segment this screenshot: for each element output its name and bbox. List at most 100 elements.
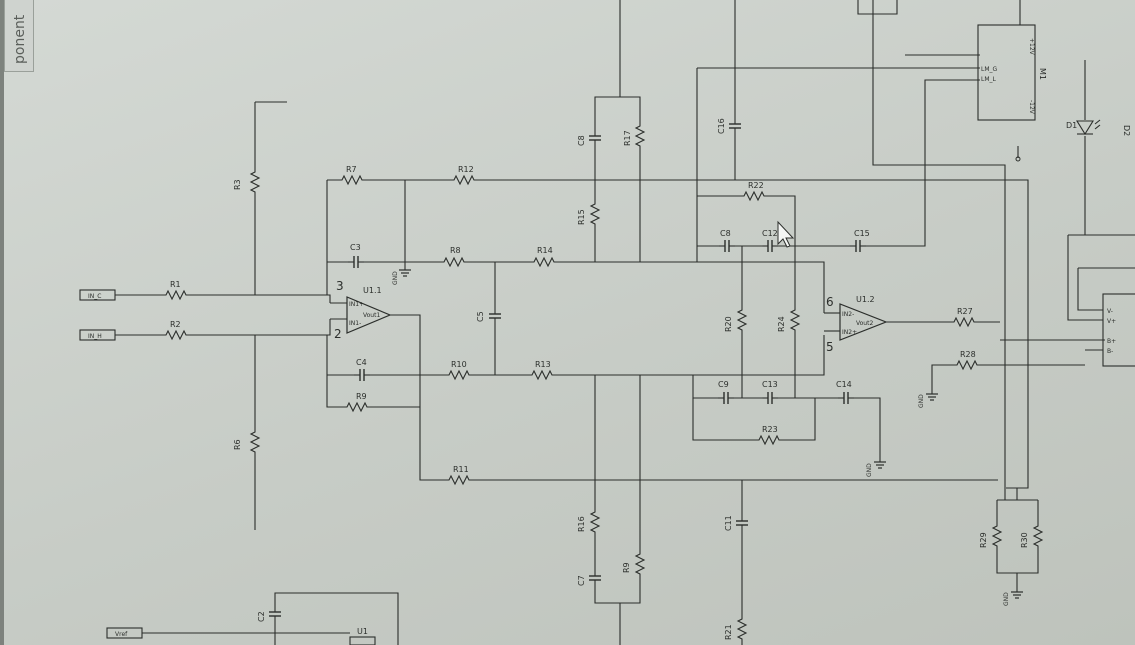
capacitor-c2-label: C2 <box>257 611 266 622</box>
resistor-r1-label: R1 <box>170 280 181 289</box>
resistor-r20[interactable]: R20 <box>724 305 747 337</box>
resistor-r16[interactable]: R16 <box>577 507 600 539</box>
capacitor-c12[interactable]: C12 <box>761 229 779 253</box>
resistor-r21[interactable]: R21 <box>724 614 747 645</box>
port-in-c-label: IN_C <box>88 293 101 300</box>
ic-lm[interactable]: LM_G LM_L +12V -12V M1 <box>977 24 1047 162</box>
capacitor-c13-label: C13 <box>762 380 778 389</box>
resistor-r12[interactable]: R12 <box>449 165 481 185</box>
ground-3-label: GND <box>866 463 873 477</box>
capacitor-c4[interactable]: C4 <box>353 358 371 382</box>
resistor-r22-label: R22 <box>748 181 764 190</box>
port-in-h[interactable]: IN_H <box>79 329 116 341</box>
resistor-r1[interactable]: R1 <box>161 280 193 300</box>
ground-4: GND <box>1003 591 1024 606</box>
resistor-r27[interactable]: R27 <box>949 307 981 327</box>
resistor-r9[interactable]: R9 <box>622 549 645 581</box>
resistor-r2[interactable]: R2 <box>161 320 193 340</box>
resistor-r28[interactable]: R28 <box>952 350 984 370</box>
resistor-r23[interactable]: R23 <box>754 425 786 445</box>
resistor-r29-label: R29 <box>979 532 988 548</box>
capacitor-c9[interactable]: C9 <box>717 380 735 405</box>
resistor-r24[interactable]: R24 <box>777 305 800 337</box>
capacitor-c16[interactable]: C16 <box>717 117 742 135</box>
resistor-r9-lower-left[interactable]: R9 <box>342 392 374 412</box>
resistor-r17-label: R17 <box>623 130 632 146</box>
ground-4-label: GND <box>1003 592 1010 606</box>
opamp-u1-1-pin-minus: 2 <box>334 327 342 341</box>
resistor-r29[interactable]: R29 <box>979 521 1002 553</box>
capacitor-c11[interactable]: C11 <box>724 514 749 532</box>
connector-pin-3: B+ <box>1107 338 1116 345</box>
resistor-r7-label: R7 <box>346 165 357 174</box>
resistor-r6-label: R6 <box>233 439 242 450</box>
port-in-c[interactable]: IN_C <box>79 289 116 301</box>
ic-lm-top-pin: +12V <box>1028 38 1035 56</box>
resistor-r2-label: R2 <box>170 320 181 329</box>
diode-d1-label: D1 <box>1066 121 1077 130</box>
resistor-r16-label: R16 <box>577 516 586 532</box>
capacitor-c15-label: C15 <box>854 229 870 238</box>
resistor-r7[interactable]: R7 <box>337 165 369 185</box>
resistor-r15[interactable]: R15 <box>577 199 600 231</box>
capacitor-c7-label: C7 <box>577 575 586 586</box>
resistor-r9-label-a: R9 <box>356 392 367 401</box>
resistor-r15-label: R15 <box>577 209 586 225</box>
capacitor-c8[interactable]: C8 <box>718 229 736 253</box>
component-panel-tab[interactable]: ponent <box>4 0 34 72</box>
capacitor-c16-label: C16 <box>717 118 726 134</box>
capacitor-c8-top[interactable]: C8 <box>577 129 602 147</box>
ic-u1-ref: U1 <box>357 627 368 636</box>
capacitor-c14-label: C14 <box>836 380 852 389</box>
opamp-u1-2[interactable]: IN2- IN2+ Vout2 U1.2 6 5 <box>823 295 888 354</box>
connector-pin-2: V+ <box>1107 318 1116 325</box>
capacitor-c5[interactable]: C5 <box>476 307 502 325</box>
opamp-u1-2-ref: U1.2 <box>856 295 875 304</box>
opamp-u1-1[interactable]: IN1+ IN1- Vout1 U1.1 3 2 <box>330 279 392 341</box>
resistor-r8[interactable]: R8 <box>439 246 471 267</box>
capacitor-c14[interactable]: C14 <box>836 380 855 405</box>
resistor-r3[interactable]: R3 <box>233 167 260 199</box>
resistor-r22[interactable]: R22 <box>739 181 771 201</box>
output-connector[interactable]: V- V+ B+ B- <box>1102 293 1135 367</box>
resistor-r30[interactable]: R30 <box>1020 521 1043 553</box>
port-in-h-label: IN_H <box>88 333 102 340</box>
capacitor-c8-label-b: C8 <box>720 229 731 238</box>
resistor-r13[interactable]: R13 <box>527 360 559 380</box>
resistor-r11-label: R11 <box>453 465 469 474</box>
capacitor-c4-label: C4 <box>356 358 367 367</box>
ic-lm-ref: M1 <box>1038 68 1047 80</box>
resistor-r27-label: R27 <box>957 307 973 316</box>
opamp-u1-1-in-minus: IN1- <box>349 320 361 327</box>
ic-lm-pin-g: LM_G <box>981 66 998 73</box>
resistor-r6[interactable]: R6 <box>233 427 260 459</box>
resistor-r11[interactable]: R11 <box>444 465 476 485</box>
opamp-u1-1-ref: U1.1 <box>363 286 382 295</box>
opamp-u1-1-in-plus: IN1+ <box>349 301 364 308</box>
capacitor-c3-label: C3 <box>350 243 361 252</box>
ic-u1[interactable]: U1 <box>349 627 376 645</box>
capacitor-c15[interactable]: C15 <box>849 229 870 253</box>
capacitor-c3[interactable]: C3 <box>347 243 365 269</box>
resistor-r10[interactable]: R10 <box>444 360 476 380</box>
capacitor-c5-label: C5 <box>476 311 485 322</box>
capacitor-c13[interactable]: C13 <box>761 380 779 405</box>
opamp-u1-1-pin-plus: 3 <box>336 279 344 293</box>
port-vref[interactable]: Vref <box>106 627 143 639</box>
capacitor-c2[interactable]: C2 <box>257 605 282 623</box>
resistor-r17[interactable]: R17 <box>623 121 645 153</box>
resistor-r14[interactable]: R14 <box>529 246 561 267</box>
diode-d1[interactable]: D1 D2 <box>1066 119 1131 136</box>
capacitor-c11-label: C11 <box>724 515 733 531</box>
capacitor-c9-label: C9 <box>718 380 729 389</box>
resistor-r9-label-b: R9 <box>622 562 631 573</box>
ground-3: GND <box>866 461 887 477</box>
ic-lm-bottom-pin: -12V <box>1028 100 1035 115</box>
resistor-r3-label: R3 <box>233 179 242 190</box>
port-vref-label: Vref <box>115 631 128 638</box>
ground-1-label: GND <box>392 271 399 285</box>
capacitor-c7[interactable]: C7 <box>577 569 602 587</box>
mouse-cursor-icon <box>777 220 795 248</box>
